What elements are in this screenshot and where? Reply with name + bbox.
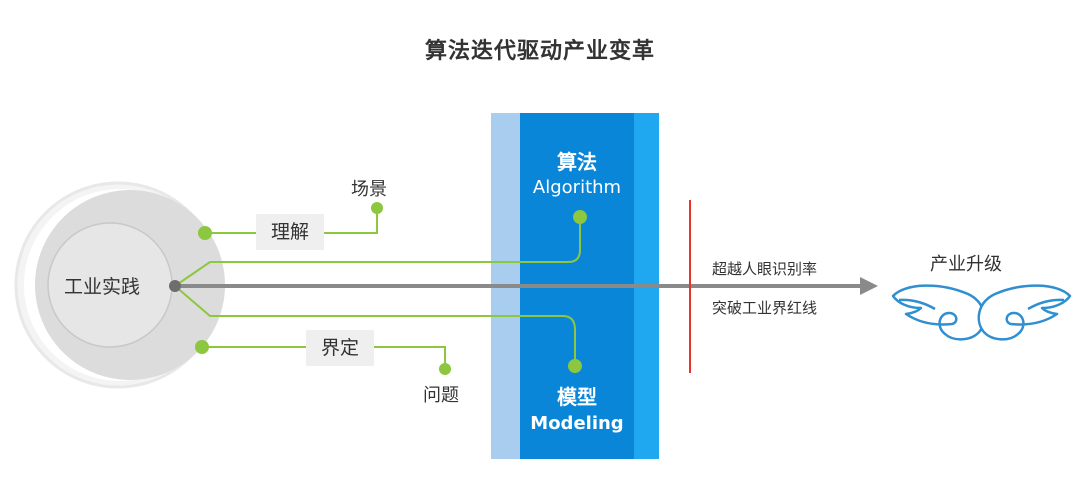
main-arrow-head (860, 277, 878, 295)
bottom-branch-box: 界定 (306, 330, 374, 366)
curve-to-modeling (174, 285, 576, 366)
diagram-title: 算法迭代驱动产业变革 (424, 39, 655, 64)
outcome-target-label: 产业升级 (930, 254, 1002, 275)
bottom-branch-line (202, 346, 446, 369)
curve-to-algorithm (174, 217, 581, 287)
source-label: 工业实践 (64, 276, 141, 298)
bottom-branch-start-dot (195, 340, 209, 354)
band-algorithm-en: Algorithm (532, 177, 622, 198)
top-branch-end-dot (371, 202, 383, 214)
outcome-line-1: 超越人眼识别率 (712, 260, 818, 278)
band-modeling-cn: 模型 (557, 385, 597, 409)
algorithm-dot (573, 210, 587, 224)
bottom-branch-end-dot (439, 363, 451, 375)
wings-icon (891, 284, 1072, 341)
source-origin-dot (169, 280, 181, 292)
top-branch-box: 理解 (256, 214, 324, 250)
top-branch-start-dot (198, 226, 212, 240)
bottom-branch-end-label: 问题 (423, 385, 459, 406)
top-branch-end-label: 场景 (351, 179, 387, 200)
band-modeling-en: Modeling (530, 413, 624, 434)
outcome-line-2: 突破工业界红线 (712, 299, 818, 317)
band-algorithm-cn: 算法 (557, 150, 597, 174)
modeling-dot (568, 359, 582, 373)
